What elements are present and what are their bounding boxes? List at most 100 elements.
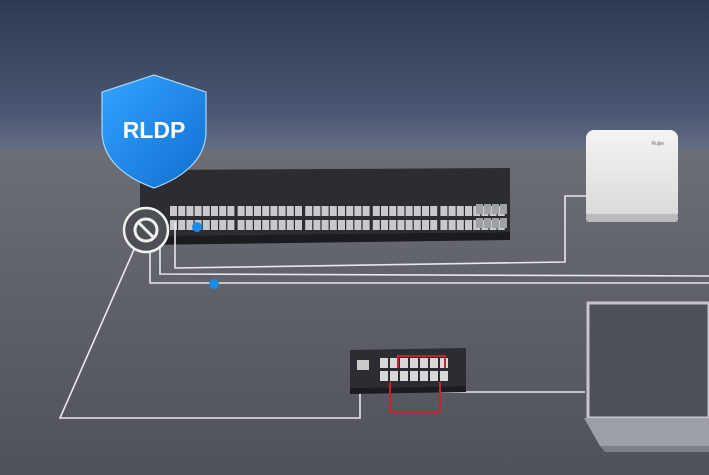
block-icon [122,206,170,254]
switch-port [422,220,429,230]
switch-port [413,206,421,216]
shield-label: RLDP [123,117,186,143]
switch-port [186,220,194,230]
shield-icon: RLDP [101,74,207,189]
switch-port [305,220,313,230]
small-switch-port [410,371,418,381]
switch-port [448,220,456,230]
switch-port [194,206,202,216]
switch-port [440,206,448,216]
switch-port [237,206,245,216]
switch-port [397,206,405,216]
switch-port [448,206,456,216]
switch-port [397,220,405,230]
switch-port [278,220,286,230]
switch-port [372,220,380,230]
switch-port [329,206,337,216]
small-switch-port [400,371,408,381]
switch-port [346,220,354,230]
switch-port [219,220,227,230]
switch-port [329,220,337,230]
switch-port [465,206,472,216]
small-switch-port [420,371,428,381]
switch-port [178,206,186,216]
switch-port [338,206,345,216]
switch-port [278,206,286,216]
sfp-port [500,204,507,214]
switch-port [245,206,253,216]
sfp-port [484,218,491,228]
switch-port [270,220,278,230]
small-switch-port [410,358,418,368]
switch-port [227,220,235,230]
sfp-port [500,218,507,228]
switch-port [456,206,464,216]
cable-to-access-point [174,195,590,269]
switch-port [295,220,302,230]
switch-port [295,206,302,216]
cable-to-small-switch [58,235,361,419]
switch-port [262,206,270,216]
switch-port [338,220,345,230]
switch-port [389,206,397,216]
small-switch-port [380,371,388,381]
switch-port [286,220,294,230]
switch-port [254,220,261,230]
small-switch-port [390,371,398,381]
switch-port [186,206,194,216]
small-switch-port [400,358,408,368]
switch-port [202,220,210,230]
switch-port [262,220,270,230]
switch-port [389,220,397,230]
switch-port [362,206,370,216]
small-switch-port [430,358,438,368]
small-switch-port [440,371,448,381]
switch-port [381,206,388,216]
switch-port [219,206,227,216]
core-switch [140,168,510,245]
switch-port [456,220,464,230]
switch-port [305,206,313,216]
switch-port [372,206,380,216]
loop-cable [389,382,441,413]
switch-port [346,206,354,216]
switch-port [354,206,362,216]
switch-port [211,220,218,230]
link-dot-switch [192,222,202,232]
switch-port [321,220,329,230]
switch-port [211,206,218,216]
switch-port [430,206,438,216]
small-switch [350,348,466,413]
switch-port [170,206,177,216]
switch-port [354,220,362,230]
sfp-port [476,218,483,228]
switch-port [381,220,388,230]
switch-port [465,220,472,230]
small-switch-port [430,371,438,381]
sfp-port [492,218,499,228]
sfp-port [484,204,491,214]
switch-port [202,206,210,216]
switch-port [405,206,413,216]
sfp-port [476,204,483,214]
switch-port [321,206,329,216]
laptop [584,301,709,452]
small-switch-ports [380,358,448,381]
switch-port-group [170,204,507,230]
switch-port [178,220,186,230]
switch-port [227,206,235,216]
switch-port [362,220,370,230]
switch-port [286,206,294,216]
small-switch-port [380,358,388,368]
link-dot-cable [209,279,219,289]
switch-port [413,220,421,230]
switch-port [270,206,278,216]
switch-port [313,206,321,216]
small-switch-port [420,358,428,368]
switch-port [440,220,448,230]
switch-port [245,220,253,230]
switch-port [405,220,413,230]
switch-port [422,206,429,216]
